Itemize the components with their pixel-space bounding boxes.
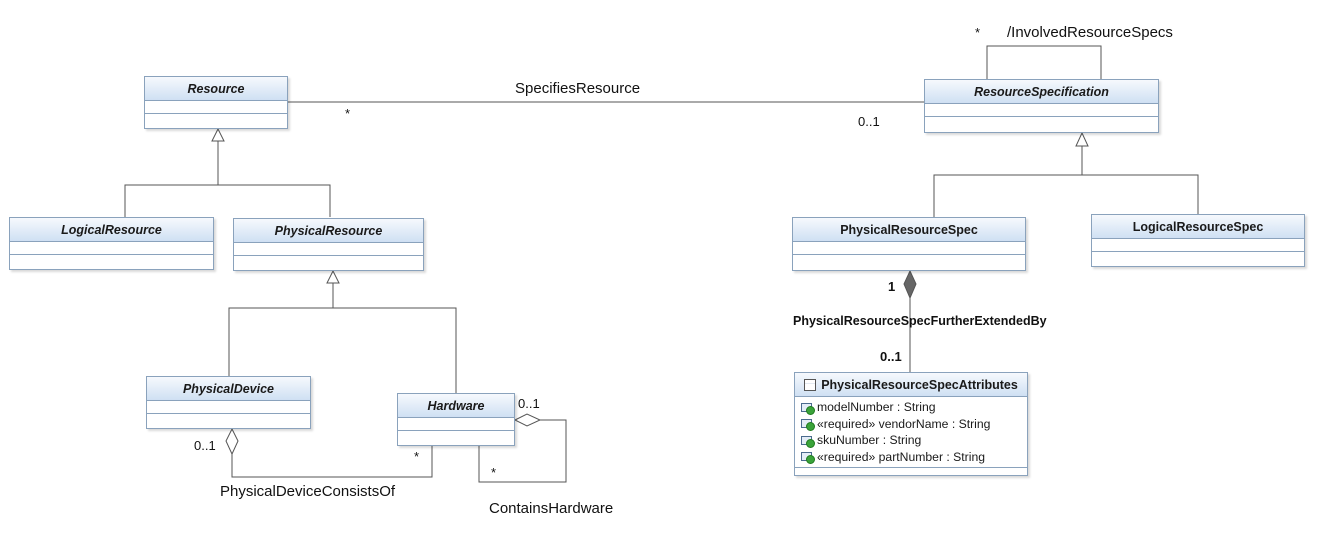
class-name: PhysicalResourceSpecAttributes	[821, 377, 1018, 392]
class-name: PhysicalResource	[234, 219, 423, 243]
involved-resource-specs-line	[986, 45, 1102, 79]
association-label: ContainsHardware	[489, 500, 614, 517]
multiplicity: 0..1	[880, 349, 902, 364]
class-physical-resource-spec-attributes[interactable]: PhysicalResourceSpecAttributes modelNumb…	[794, 372, 1028, 476]
attribute-row[interactable]: «required» vendorName : String	[801, 416, 1027, 433]
generalization-arrow	[211, 127, 225, 142]
generalization-line	[933, 174, 1199, 217]
generalization-arrow	[1075, 131, 1089, 147]
attribute-row[interactable]: modelNumber : String	[801, 399, 1027, 416]
class-name: PhysicalResourceSpec	[793, 218, 1025, 242]
association-label: PhysicalDeviceConsistsOf	[220, 483, 396, 500]
class-name: LogicalResourceSpec	[1092, 215, 1304, 239]
aggregation-diamond	[513, 413, 542, 427]
association-label: /InvolvedResourceSpecs	[1007, 24, 1173, 41]
composition-diamond	[903, 269, 917, 300]
class-hardware[interactable]: Hardware	[397, 393, 515, 446]
aggregation-diamond	[225, 427, 239, 456]
multiplicity: 0..1	[194, 438, 216, 453]
generalization-line	[124, 184, 331, 217]
class-resource-specification[interactable]: ResourceSpecification	[924, 79, 1159, 133]
attribute-row[interactable]: skuNumber : String	[801, 432, 1027, 449]
consists-of-line	[231, 446, 433, 478]
class-resource[interactable]: Resource	[144, 76, 288, 129]
class-physical-device[interactable]: PhysicalDevice	[146, 376, 311, 429]
class-physical-resource-spec[interactable]: PhysicalResourceSpec	[792, 217, 1026, 271]
class-icon	[804, 378, 817, 391]
multiplicity: *	[975, 25, 981, 40]
attribute-row[interactable]: «required» partNumber : String	[801, 449, 1027, 466]
multiplicity: *	[414, 449, 420, 464]
multiplicity: *	[491, 465, 497, 480]
multiplicity: *	[345, 106, 351, 121]
attribute-icon	[801, 435, 815, 448]
multiplicity: 0..1	[518, 396, 540, 411]
class-physical-resource[interactable]: PhysicalResource	[233, 218, 424, 271]
attribute-icon	[801, 452, 815, 465]
class-logical-resource-spec[interactable]: LogicalResourceSpec	[1091, 214, 1305, 267]
class-logical-resource[interactable]: LogicalResource	[9, 217, 214, 270]
generalization-line	[228, 307, 457, 393]
contains-hardware-line	[478, 419, 567, 483]
attribute-list: modelNumber : String «required» vendorNa…	[795, 397, 1027, 468]
class-name: PhysicalDevice	[147, 377, 310, 401]
class-name: Hardware	[398, 394, 514, 418]
class-name: LogicalResource	[10, 218, 213, 242]
multiplicity: 1	[888, 279, 896, 294]
association-label: SpecifiesResource	[515, 80, 641, 97]
attribute-icon	[801, 402, 815, 415]
multiplicity: 0..1	[858, 114, 880, 129]
association-label: PhysicalResourceSpecFurtherExtendedBy	[793, 314, 1047, 328]
class-name: Resource	[145, 77, 287, 101]
class-name: ResourceSpecification	[925, 80, 1158, 104]
attribute-icon	[801, 419, 815, 432]
generalization-arrow	[326, 269, 340, 284]
class-name-row: PhysicalResourceSpecAttributes	[795, 373, 1027, 397]
